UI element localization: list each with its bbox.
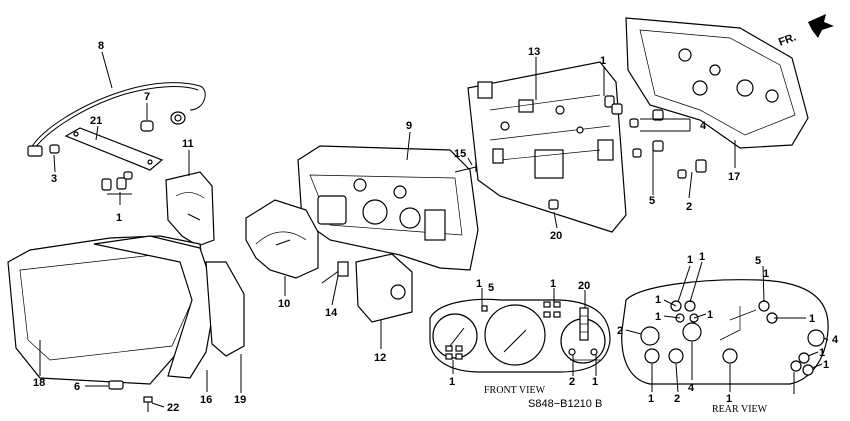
- callout-2: 2: [686, 201, 692, 213]
- rear-callout-1i: 1: [823, 359, 829, 371]
- callout-20: 20: [550, 230, 562, 242]
- front-callout-1c: 1: [449, 376, 455, 388]
- callout-21: 21: [90, 115, 102, 127]
- rear-callout-1f: 1: [707, 309, 713, 321]
- callout-12: 12: [374, 352, 386, 364]
- front-callout-5: 5: [488, 282, 494, 294]
- front-callout-20: 20: [578, 280, 590, 292]
- rear-callout-1g: 1: [809, 313, 815, 325]
- rear-callout-4b: 4: [688, 382, 695, 394]
- callout-5: 5: [649, 195, 655, 207]
- callout-4: 4: [700, 120, 707, 132]
- rear-callout-2b: 2: [674, 393, 680, 405]
- visor-16: [93, 235, 217, 379]
- front-view-diagram: [429, 298, 611, 373]
- dial-plate-10: [245, 199, 319, 279]
- front-callout-1b: 1: [550, 278, 556, 290]
- meter-14: [321, 261, 349, 284]
- leader-lines: [39, 51, 829, 408]
- front-callout-2: 2: [569, 376, 575, 388]
- front-direction-arrow: [808, 14, 834, 38]
- rear-callout-1c: 1: [763, 268, 769, 280]
- front-callout-1a: 1: [476, 278, 482, 290]
- callout-19: 19: [234, 394, 246, 406]
- rear-callout-1j: 1: [648, 393, 654, 405]
- rear-view-diagram: [621, 279, 829, 385]
- bulbs-1-left: [101, 171, 133, 191]
- rear-case-17: [625, 17, 809, 149]
- callout-7: 7: [144, 91, 150, 103]
- panel-19: [205, 261, 245, 357]
- callout-3: 3: [51, 173, 57, 185]
- callout-16: 16: [200, 394, 212, 406]
- meter-case-9: [297, 145, 479, 271]
- rear-callout-1h: 1: [819, 347, 825, 359]
- callout-1-top: 1: [600, 55, 606, 67]
- rear-view-caption: REAR VIEW: [712, 404, 768, 415]
- rear-callout-2a: 2: [617, 325, 623, 337]
- callout-17: 17: [728, 171, 740, 183]
- callout-18: 18: [33, 377, 45, 389]
- callout-1: 1: [116, 212, 122, 224]
- callout-9: 9: [406, 120, 412, 132]
- direction-label: FR.: [777, 31, 798, 48]
- front-callout-1d: 1: [592, 376, 598, 388]
- diagram-code: S848−B1210 B: [528, 398, 602, 410]
- rear-callout-1b: 1: [699, 251, 705, 263]
- callout-15: 15: [454, 148, 466, 160]
- callout-11: 11: [182, 138, 194, 150]
- callout-14: 14: [325, 307, 338, 319]
- clip-6: [108, 380, 124, 390]
- gauge-12: [355, 253, 413, 323]
- callout-6: 6: [74, 381, 80, 393]
- rear-callout-1k: 1: [726, 393, 732, 405]
- bracket-21: [64, 127, 164, 171]
- rear-callout-1d: 1: [655, 294, 661, 306]
- clip-20: [548, 199, 559, 210]
- front-view-caption: FRONT VIEW: [484, 385, 546, 396]
- callout-22: 22: [167, 402, 179, 414]
- circuit-board-13: [467, 61, 627, 233]
- callout-8: 8: [98, 40, 104, 52]
- rear-callout-5: 5: [755, 255, 761, 267]
- rear-callout-1e: 1: [655, 311, 661, 323]
- dial-plate-11: [165, 171, 215, 247]
- rear-callout-4a: 4: [832, 334, 839, 346]
- callout-13: 13: [528, 46, 540, 58]
- callout-10: 10: [278, 298, 290, 310]
- clip-3: [49, 144, 60, 154]
- bulb-7: [140, 120, 154, 132]
- rear-callout-1a: 1: [687, 254, 693, 266]
- bulb-holders-4-5-2: [604, 95, 707, 179]
- wire-harness-8: [27, 82, 206, 157]
- screw-22: [143, 396, 153, 412]
